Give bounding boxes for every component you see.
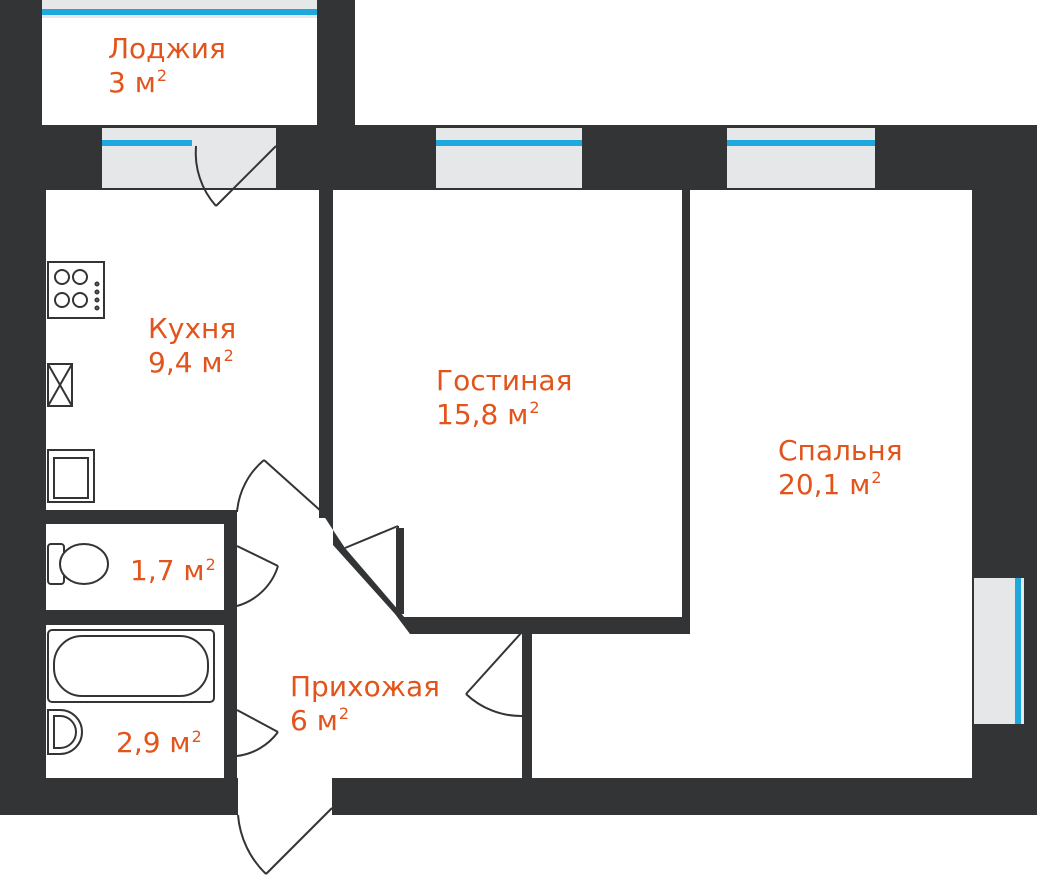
bedroom-window-glass (727, 140, 875, 146)
bedroom-lower-floor (532, 632, 692, 778)
windows (42, 0, 1024, 724)
bath-hall-wall-bottom (224, 756, 237, 778)
hall-bedroom-wall (522, 716, 532, 778)
kitchen-fixtures (47, 261, 105, 503)
loggia-right-wall (317, 0, 355, 130)
kitchen-label: Кухня 9,4 м2 (148, 312, 236, 379)
balcony-door (194, 128, 277, 207)
bedroom-floor (690, 190, 972, 778)
burner (72, 292, 88, 308)
room-name: Спальня (778, 434, 903, 467)
toilet-door-swing (236, 565, 279, 607)
living-room-floor (333, 190, 682, 617)
toilet-door-leaf (236, 545, 279, 567)
toilet-label: 1,7 м2 (130, 554, 216, 588)
kitchen-living-wall (319, 188, 333, 518)
toilet-bowl (59, 543, 109, 585)
hallway-label: Прихожая 6 м2 (290, 670, 440, 737)
kitchen-bottom-wall (46, 510, 236, 524)
burner (54, 269, 70, 285)
kitchen-door-leaf (263, 459, 323, 513)
bath-door-swing (236, 731, 279, 757)
floors (42, 0, 972, 879)
balcony-door-leaf (215, 145, 277, 207)
bedroom-label: Спальня 20,1 м2 (778, 434, 903, 501)
kitchen-sink-bowl (53, 457, 89, 499)
bedroom-door-swing (465, 693, 523, 718)
room-area: 6 м2 (290, 703, 350, 737)
room-area: 20,1 м2 (778, 467, 882, 501)
room-name: Прихожая (290, 670, 440, 703)
kitchen-door-swing (236, 459, 265, 513)
bedroom-window-frame (727, 128, 875, 188)
loggia-window-glass (42, 9, 317, 15)
bedroom-door-leaf (465, 631, 523, 695)
wc-hall-wall-top (224, 524, 237, 546)
room-name: Гостиная (436, 364, 573, 397)
loggia-left-wall (0, 0, 42, 130)
burner (54, 292, 70, 308)
room-area: 2,9 м2 (116, 726, 202, 759)
loggia-floor (42, 0, 317, 125)
entrance-door-leaf (265, 807, 333, 875)
balcony-door-swing (194, 145, 217, 207)
hallway-door-gap (238, 778, 332, 879)
living-door-swing (397, 525, 401, 613)
stove-knob (94, 305, 100, 311)
living-window-glass (436, 140, 582, 146)
living-bottom-wall (410, 624, 690, 634)
room-area: 3 м2 (108, 65, 168, 99)
toilet-bottom-wall (46, 610, 236, 625)
stove-knob (94, 289, 100, 295)
ventilation-cross (47, 363, 73, 407)
kitchen-window-frame (102, 128, 196, 188)
living-bedroom-wall (682, 188, 690, 632)
room-area: 15,8 м2 (436, 397, 540, 431)
stove-knob (94, 297, 100, 303)
room-area: 1,7 м2 (130, 554, 216, 587)
room-area: 9,4 м2 (148, 345, 234, 379)
bath-door-leaf (236, 709, 279, 733)
stove-knob (94, 281, 100, 287)
living-room-label: Гостиная 15,8 м2 (436, 364, 572, 431)
wc-hall-wall-bottom (224, 606, 237, 710)
kitchen-window-glass (102, 140, 192, 146)
hallway-floor (237, 510, 522, 815)
washbasin-bowl (53, 715, 77, 749)
bathroom-label: 2,9 м2 (116, 726, 202, 760)
living-window-frame (436, 128, 582, 188)
living-door-leaf (344, 525, 399, 549)
entrance-door-swing (237, 814, 267, 875)
doors (236, 459, 523, 875)
bedroom-side-window-glass (1015, 578, 1021, 724)
burner (72, 269, 88, 285)
loggia-label: Лоджия 3 м2 (108, 32, 226, 99)
bathtub-inner (53, 635, 209, 697)
living-corner-wall (333, 530, 418, 634)
room-name: Кухня (148, 312, 237, 345)
bathroom-fixtures (47, 543, 215, 755)
room-name: Лоджия (108, 32, 226, 65)
